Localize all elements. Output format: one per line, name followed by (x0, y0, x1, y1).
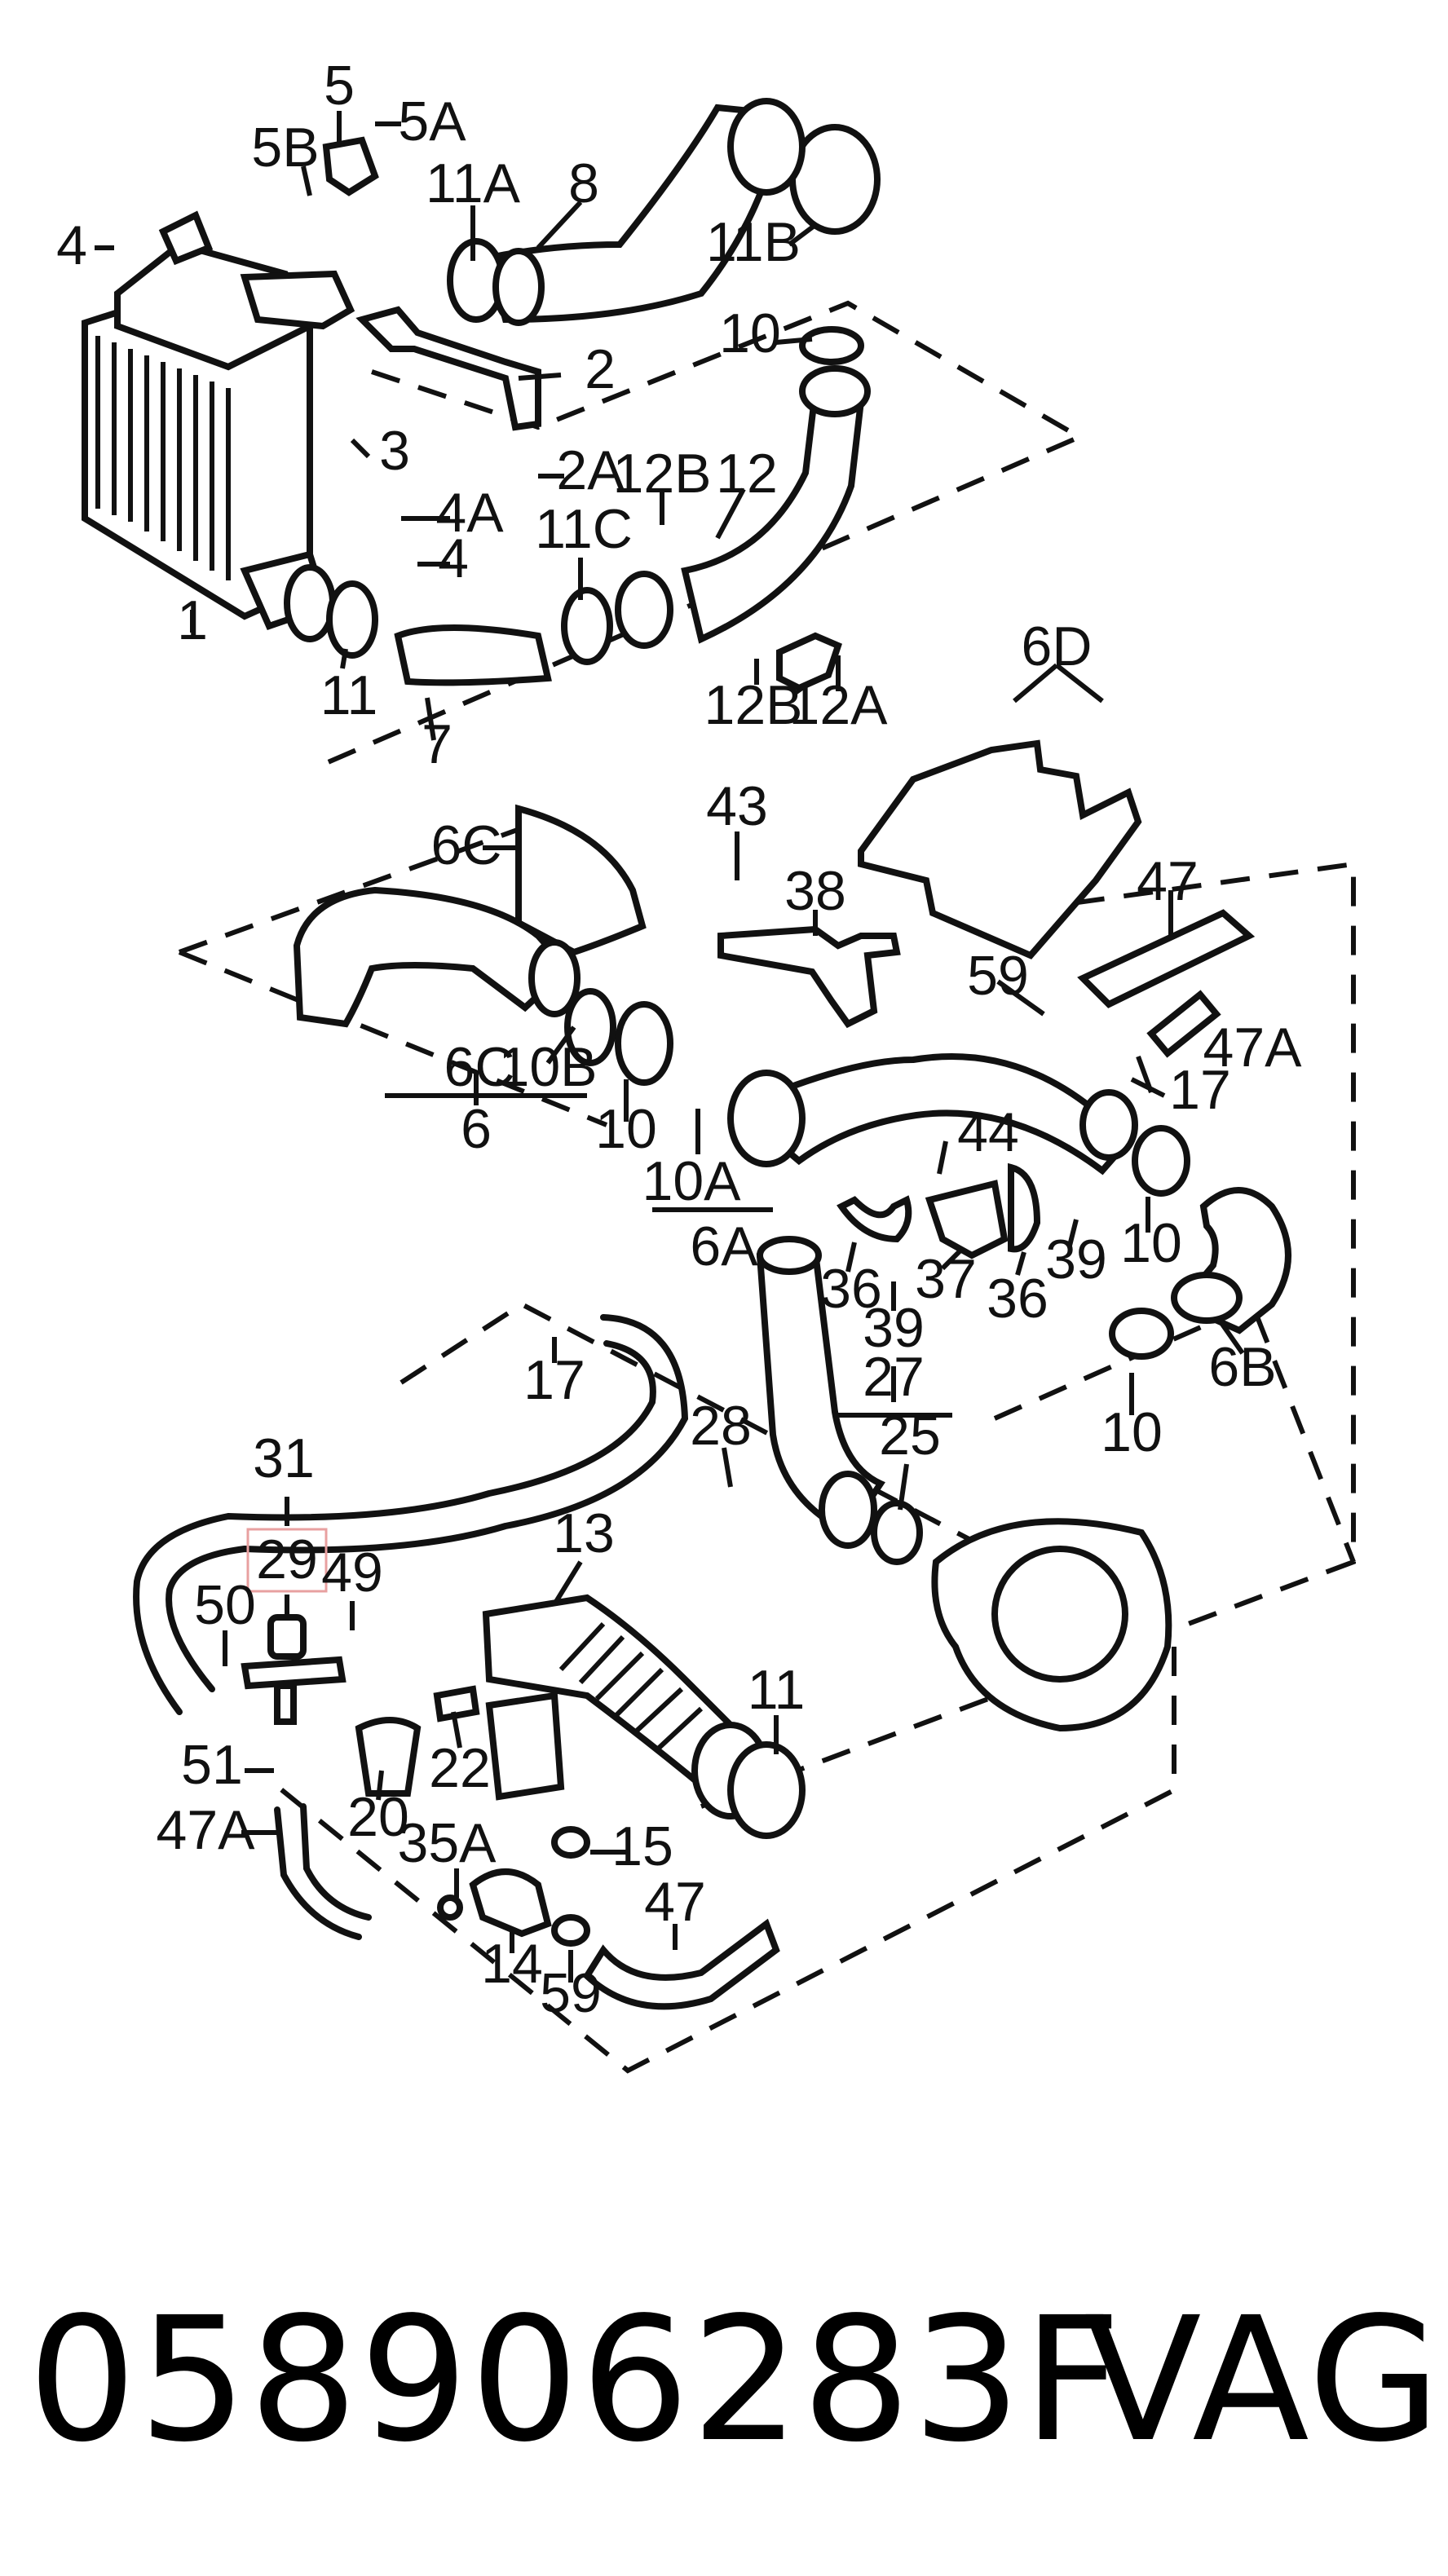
label-10-lower: 10 (1101, 1401, 1163, 1463)
hose-7 (394, 624, 552, 686)
label-15: 15 (611, 1815, 673, 1877)
highlight-box-29 (246, 1528, 328, 1593)
label-22: 22 (429, 1737, 491, 1799)
part-number: 058906283F (28, 2280, 1124, 2480)
hose-47-lower (582, 1918, 780, 2010)
label-6c-top: 6C (431, 814, 502, 876)
heat-shield-6c (515, 804, 647, 956)
pressure-sensor (322, 136, 379, 196)
hose-47-upper (1077, 909, 1256, 1008)
label-36-left: 36 (820, 1258, 882, 1320)
bracket-37 (925, 1180, 1009, 1259)
label-11a: 11A (426, 152, 521, 214)
label-47a-top: 47A (1203, 1017, 1303, 1078)
label-27: 27 (863, 1346, 925, 1408)
label-37: 37 (915, 1248, 977, 1310)
label-31: 31 (253, 1427, 315, 1489)
hose-47a-lower (274, 1806, 362, 1940)
label-10-top: 10 (719, 302, 781, 364)
label-7: 7 (422, 713, 452, 775)
dashed-boundary-right (993, 1300, 1356, 1564)
label-12b-bottom: 12B (704, 674, 803, 736)
label-39-center: 39 (863, 1297, 925, 1359)
label-10a: 10A (642, 1150, 742, 1212)
label-47-lower: 47 (644, 1871, 706, 1933)
bellows (485, 1692, 565, 1801)
label-20: 20 (347, 1786, 409, 1848)
label-4-mid: 4 (438, 527, 469, 589)
label-11-top: 11 (320, 664, 378, 726)
label-10-mid: 10 (595, 1098, 657, 1160)
label-11c: 11C (535, 498, 633, 560)
parts-diagram: 5 5A 5B 4 11A 8 11B 10 2 3 2A 12B 12 4A … (56, 55, 1356, 2074)
leader-lines (95, 111, 1245, 1983)
brand-name: VAG (1084, 2280, 1442, 2480)
label-12a: 12A (789, 674, 889, 736)
label-50: 50 (194, 1574, 256, 1636)
label-12: 12 (716, 443, 778, 505)
label-28: 28 (690, 1395, 752, 1457)
heat-shield-6d (858, 739, 1142, 959)
label-6d: 6D (1022, 615, 1093, 677)
label-17-top: 17 (1169, 1059, 1231, 1121)
label-51: 51 (181, 1734, 243, 1796)
valve-14 (469, 1868, 552, 1938)
label-44: 44 (957, 1101, 1019, 1163)
label-4-top: 4 (56, 214, 87, 276)
hose-31 (133, 1340, 656, 1715)
label-3: 3 (379, 420, 410, 482)
pipe-6 (293, 886, 572, 1028)
label-6b: 6B (1208, 1336, 1276, 1398)
label-39-right: 39 (1045, 1228, 1107, 1290)
label-5a: 5A (398, 90, 466, 152)
label-5b: 5B (251, 117, 319, 179)
label-8: 8 (568, 152, 599, 214)
label-2a: 2A (556, 439, 625, 501)
bracket-2 (355, 306, 541, 431)
label-14: 14 (481, 1933, 543, 1995)
label-17-lower: 17 (523, 1349, 585, 1411)
bracket-12a (776, 632, 842, 692)
label-6a: 6A (690, 1215, 758, 1277)
label-5: 5 (324, 55, 355, 117)
hose-47a-upper (1146, 990, 1221, 1058)
label-2: 2 (585, 338, 616, 400)
label-59-lower: 59 (540, 1962, 602, 2024)
label-47-top: 47 (1137, 850, 1199, 912)
label-59-top: 59 (967, 945, 1029, 1007)
label-11b: 11B (706, 211, 801, 273)
dashed-boundary-lower (272, 1301, 1176, 2074)
clamp-36-right (1008, 1162, 1041, 1253)
label-6: 6 (461, 1098, 492, 1160)
label-12b-top: 12B (613, 443, 712, 505)
label-25: 25 (879, 1405, 941, 1467)
label-47a-lower: 47A (157, 1799, 256, 1861)
hose-12 (681, 387, 865, 644)
label-13: 13 (553, 1502, 615, 1564)
label-1: 1 (177, 589, 208, 651)
label-11-lower: 11 (748, 1659, 806, 1721)
label-10b: 10B (499, 1036, 598, 1098)
label-38: 38 (784, 860, 846, 922)
label-29: 29 (256, 1528, 318, 1590)
clamp-36-left (837, 1195, 912, 1243)
label-10-right: 10 (1120, 1212, 1182, 1274)
valve-29 (267, 1614, 307, 1660)
label-43: 43 (706, 775, 768, 837)
bracket-38 (717, 925, 901, 1029)
dashed-boundary-upper (324, 300, 1085, 765)
label-6c-bottom: 6C (444, 1036, 515, 1098)
label-35a: 35A (398, 1812, 497, 1874)
label-36-right: 36 (987, 1268, 1048, 1330)
label-49: 49 (321, 1542, 383, 1603)
label-4a: 4A (435, 482, 504, 544)
